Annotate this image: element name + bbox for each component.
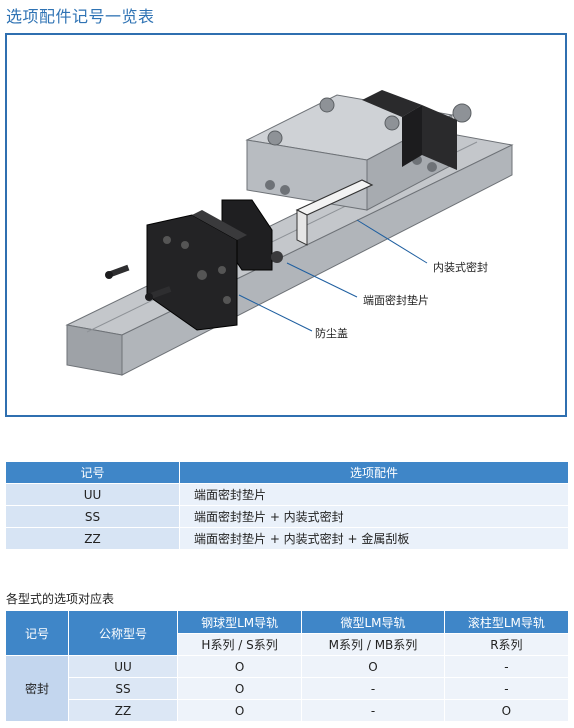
option-desc: 端面密封垫片 + 内装式密封 + 金属刮板 <box>179 527 569 550</box>
cell-value: O <box>176 699 303 722</box>
row-group-label: 密封 <box>5 655 69 722</box>
page-title: 选项配件记号一览表 <box>6 7 155 26</box>
dust-cover-label: 防尘盖 <box>315 327 348 340</box>
group-header-mini: 微型LM导轨 <box>301 610 445 634</box>
group-header-ball: 钢球型LM导轨 <box>176 610 303 634</box>
column-header-code: 记号 <box>5 461 180 484</box>
cell-value: - <box>301 677 445 700</box>
table-row: 密封 UU O O - <box>5 655 570 722</box>
cell-value: - <box>301 699 445 722</box>
cell-value: O <box>176 655 303 678</box>
column-header-mark: 记号 <box>5 610 69 656</box>
cell-value: - <box>443 655 570 678</box>
table-subheader-row: H系列 / S系列 M系列 / MB系列 R系列 <box>6 633 570 656</box>
model-options-table: 记号 公称型号 钢球型LM导轨 微型LM导轨 滚柱型LM导轨 H系列 / S系列… <box>5 610 570 722</box>
table-row: ZZ 端面密封垫片 + 内装式密封 + 金属刮板 <box>5 527 569 550</box>
table-row: SS O - - <box>6 677 570 700</box>
cell-value: - <box>443 677 570 700</box>
option-desc: 端面密封垫片 <box>179 483 569 506</box>
cell-value: O <box>443 699 570 722</box>
group-header-roller: 滚柱型LM导轨 <box>443 610 570 634</box>
option-code: SS <box>68 677 178 700</box>
series-roller: R系列 <box>443 633 570 656</box>
product-figure: 内装式密封 端面密封垫片 防尘盖 <box>5 33 567 417</box>
option-code: UU <box>68 655 178 678</box>
option-desc: 端面密封垫片 + 内装式密封 <box>179 505 569 528</box>
section-caption: 各型式的选项对应表 <box>6 592 115 606</box>
series-ball: H系列 / S系列 <box>176 633 303 656</box>
option-code: UU <box>5 483 180 506</box>
option-code: SS <box>5 505 180 528</box>
column-header-option: 选项配件 <box>179 461 569 484</box>
end-seal-label: 端面密封垫片 <box>363 294 429 307</box>
cell-value: O <box>301 655 445 678</box>
table-header-row: 记号 选项配件 <box>5 461 569 484</box>
table-row: SS 端面密封垫片 + 内装式密封 <box>5 505 569 528</box>
column-header-model: 公称型号 <box>68 610 178 656</box>
table-header-row: 记号 公称型号 钢球型LM导轨 微型LM导轨 滚柱型LM导轨 <box>5 610 570 656</box>
option-code: ZZ <box>5 527 180 550</box>
table-row: ZZ O - O <box>6 699 570 722</box>
option-code: ZZ <box>68 699 178 722</box>
inner-seal-label: 内装式密封 <box>433 261 488 274</box>
lm-guide-illustration <box>65 90 514 376</box>
table-row: UU 端面密封垫片 <box>5 483 569 506</box>
series-mini: M系列 / MB系列 <box>301 633 445 656</box>
options-code-table: 记号 选项配件 UU 端面密封垫片 SS 端面密封垫片 + 内装式密封 ZZ 端… <box>5 461 569 550</box>
cell-value: O <box>176 677 303 700</box>
